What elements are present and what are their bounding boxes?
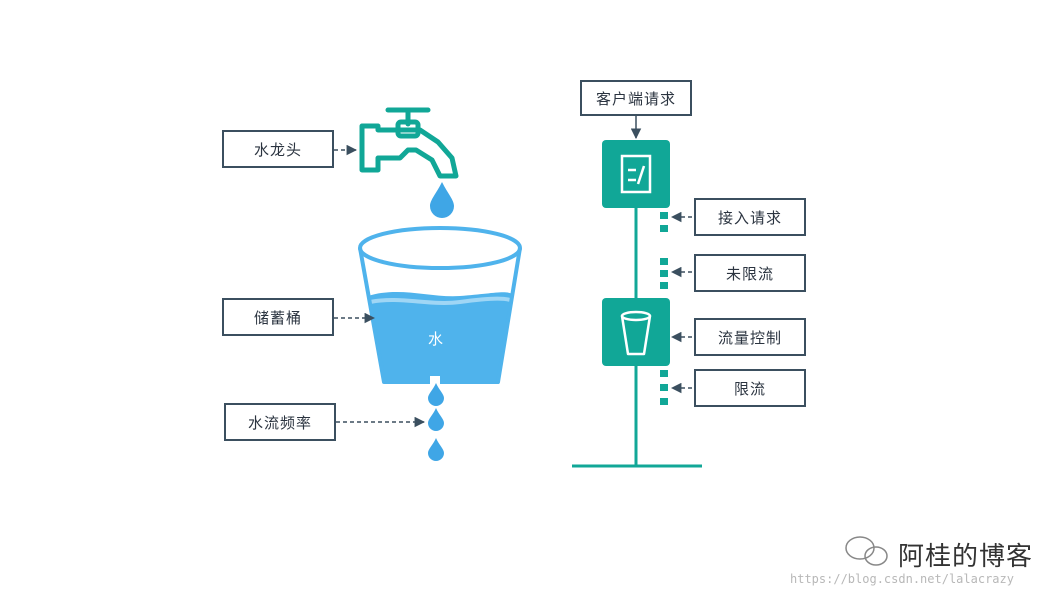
accept-request-label: 接入请求 [694, 198, 806, 236]
water-text: 水 [428, 328, 443, 349]
wechat-icon [846, 537, 887, 565]
water-drip-icon [428, 383, 444, 406]
faucet-label: 水龙头 [222, 130, 334, 168]
faucet-icon [362, 110, 456, 176]
watermark-url: https://blog.csdn.net/lalacrazy [790, 572, 1014, 586]
client-request-label: 客户端请求 [580, 80, 692, 116]
water-drip-icon [428, 438, 444, 461]
water-drop-icon [430, 182, 454, 218]
limited-label: 限流 [694, 369, 806, 407]
watermark-title: 阿桂的博客 [898, 536, 1033, 573]
bucket-label: 储蓄桶 [222, 298, 334, 336]
bucket-icon [360, 228, 520, 384]
bucket-node [602, 298, 670, 366]
flow-rate-label: 水流频率 [224, 403, 336, 441]
request-node [602, 140, 670, 208]
not-limited-label: 未限流 [694, 254, 806, 292]
flow-control-label: 流量控制 [694, 318, 806, 356]
water-drip-icon [428, 408, 444, 431]
